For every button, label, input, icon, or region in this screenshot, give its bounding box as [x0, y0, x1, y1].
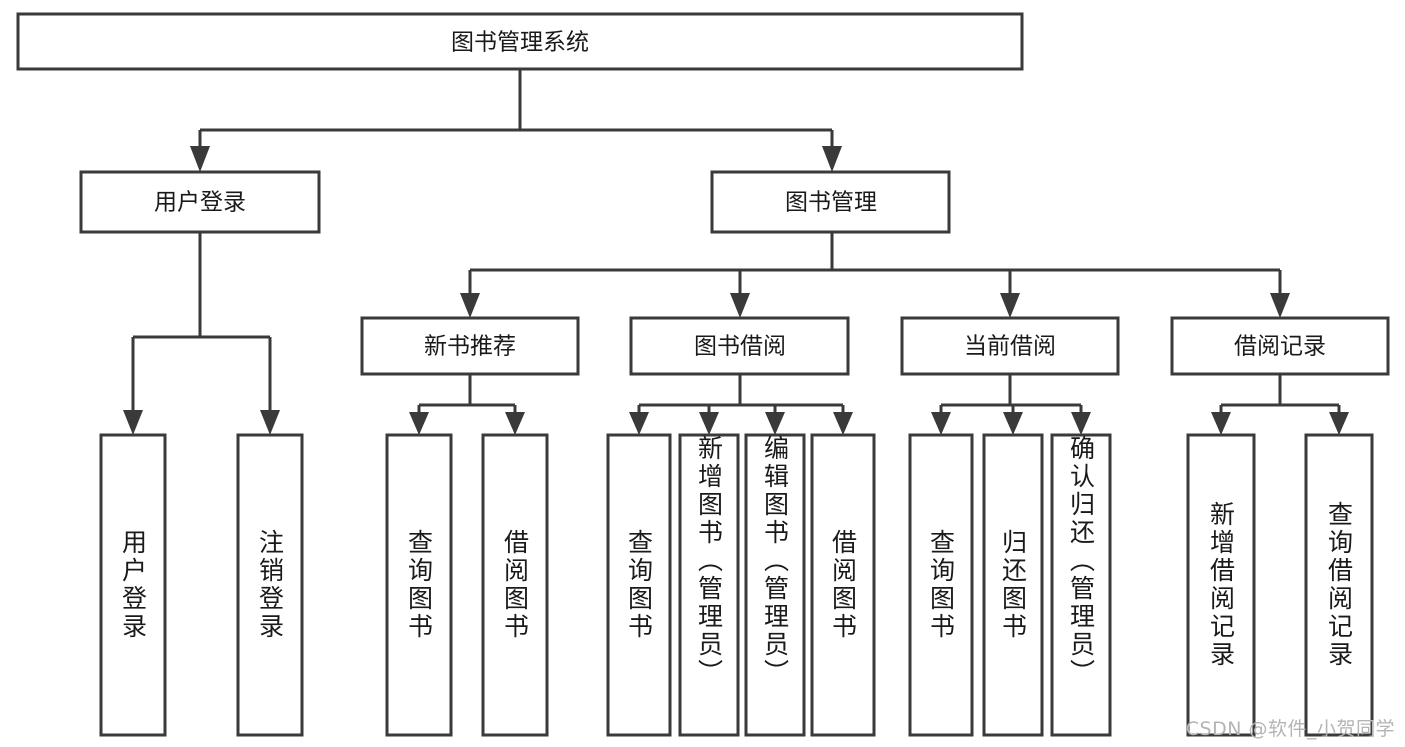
- node-book-management[interactable]: 图书管理: [710, 170, 951, 234]
- leaf-box-query-book-cb[interactable]: [908, 433, 974, 737]
- connectors-root-to-level2: [190, 69, 842, 172]
- connectors-borrow-record-to-leaves: [1211, 374, 1349, 435]
- node-current-borrow[interactable]: 当前借阅: [900, 316, 1120, 376]
- book-management-node-label: 图书管理: [785, 190, 877, 216]
- user-login-node-label: 用户登录: [154, 190, 246, 216]
- book-borrow-node-label: 图书借阅: [694, 334, 786, 360]
- arrow-head-leaf-cb-2: [1003, 412, 1023, 435]
- borrow-record-node-label: 借阅记录: [1234, 334, 1326, 360]
- arrow-head-current-borrow: [1000, 293, 1020, 318]
- new-book-recommend-node-label: 新书推荐: [424, 334, 516, 360]
- connectors-user-login-to-leaves: [123, 232, 280, 435]
- leaf-box-confirm-return-admin[interactable]: [1050, 433, 1112, 737]
- arrow-head-leaf-nbr-2: [505, 412, 525, 435]
- connectors-new-book-rec-to-leaves: [409, 374, 525, 435]
- leaf-box-query-book-nbr[interactable]: [385, 433, 453, 737]
- book-borrow-node-box[interactable]: [629, 316, 850, 376]
- node-borrow-record[interactable]: 借阅记录: [1170, 316, 1390, 376]
- node-root-book-management-system[interactable]: 图书管理系统: [16, 12, 1024, 71]
- arrow-head-leaf-logout: [260, 410, 280, 435]
- leaf-box-query-borrow-record[interactable]: [1304, 433, 1374, 737]
- arrow-head-leaf-br-2: [1329, 412, 1349, 435]
- arrow-head-book-borrow: [730, 293, 750, 318]
- leaf-box-query-book-bb[interactable]: [606, 433, 672, 737]
- arrow-head-leaf-bb-4: [833, 412, 853, 435]
- arrow-head-book-manage: [822, 146, 842, 172]
- leaf-box-user-login[interactable]: [99, 433, 167, 737]
- arrow-head-leaf-br-1: [1211, 412, 1231, 435]
- user-login-node-box[interactable]: [79, 170, 321, 234]
- leaf-box-edit-book-admin[interactable]: [744, 433, 806, 737]
- arrow-head-leaf-bb-1: [629, 412, 649, 435]
- leaf-box-return-book[interactable]: [982, 433, 1044, 737]
- node-user-login[interactable]: 用户登录: [79, 170, 321, 234]
- leaf-box-logout[interactable]: [236, 433, 304, 737]
- leaf-box-add-borrow-record[interactable]: [1186, 433, 1256, 737]
- arrow-head-leaf-user-login: [123, 410, 143, 435]
- connectors-current-borrow-to-leaves: [931, 374, 1091, 435]
- current-borrow-node-label: 当前借阅: [964, 334, 1056, 360]
- arrow-head-leaf-bb-3: [765, 412, 785, 435]
- connectors-book-borrow-to-leaves: [629, 374, 853, 435]
- book-management-node-box[interactable]: [710, 170, 951, 234]
- arrow-head-leaf-cb-3: [1071, 412, 1091, 435]
- arrow-head-new-book-rec: [460, 293, 480, 318]
- arrow-head-leaf-bb-2: [699, 412, 719, 435]
- leaf-box-add-book-admin[interactable]: [678, 433, 740, 737]
- arrow-head-user-login: [190, 146, 210, 172]
- node-new-book-recommend[interactable]: 新书推荐: [360, 316, 580, 376]
- leaf-node-boxes: [99, 433, 1374, 737]
- csdn-watermark: CSDN @软件_小贺同学: [1185, 718, 1395, 740]
- root-node-box[interactable]: [16, 12, 1024, 71]
- arrow-head-leaf-nbr-1: [409, 412, 429, 435]
- new-book-recommend-node-box[interactable]: [360, 316, 580, 376]
- borrow-record-node-box[interactable]: [1170, 316, 1390, 376]
- leaf-box-borrow-book-nbr[interactable]: [481, 433, 549, 737]
- arrow-head-leaf-cb-1: [931, 412, 951, 435]
- connectors-book-manage-to-level3: [460, 232, 1290, 318]
- arrow-head-borrow-record: [1270, 293, 1290, 318]
- leaf-box-borrow-book-bb[interactable]: [810, 433, 876, 737]
- node-book-borrow[interactable]: 图书借阅: [629, 316, 850, 376]
- root-node-label: 图书管理系统: [451, 30, 589, 56]
- current-borrow-node-box[interactable]: [900, 316, 1120, 376]
